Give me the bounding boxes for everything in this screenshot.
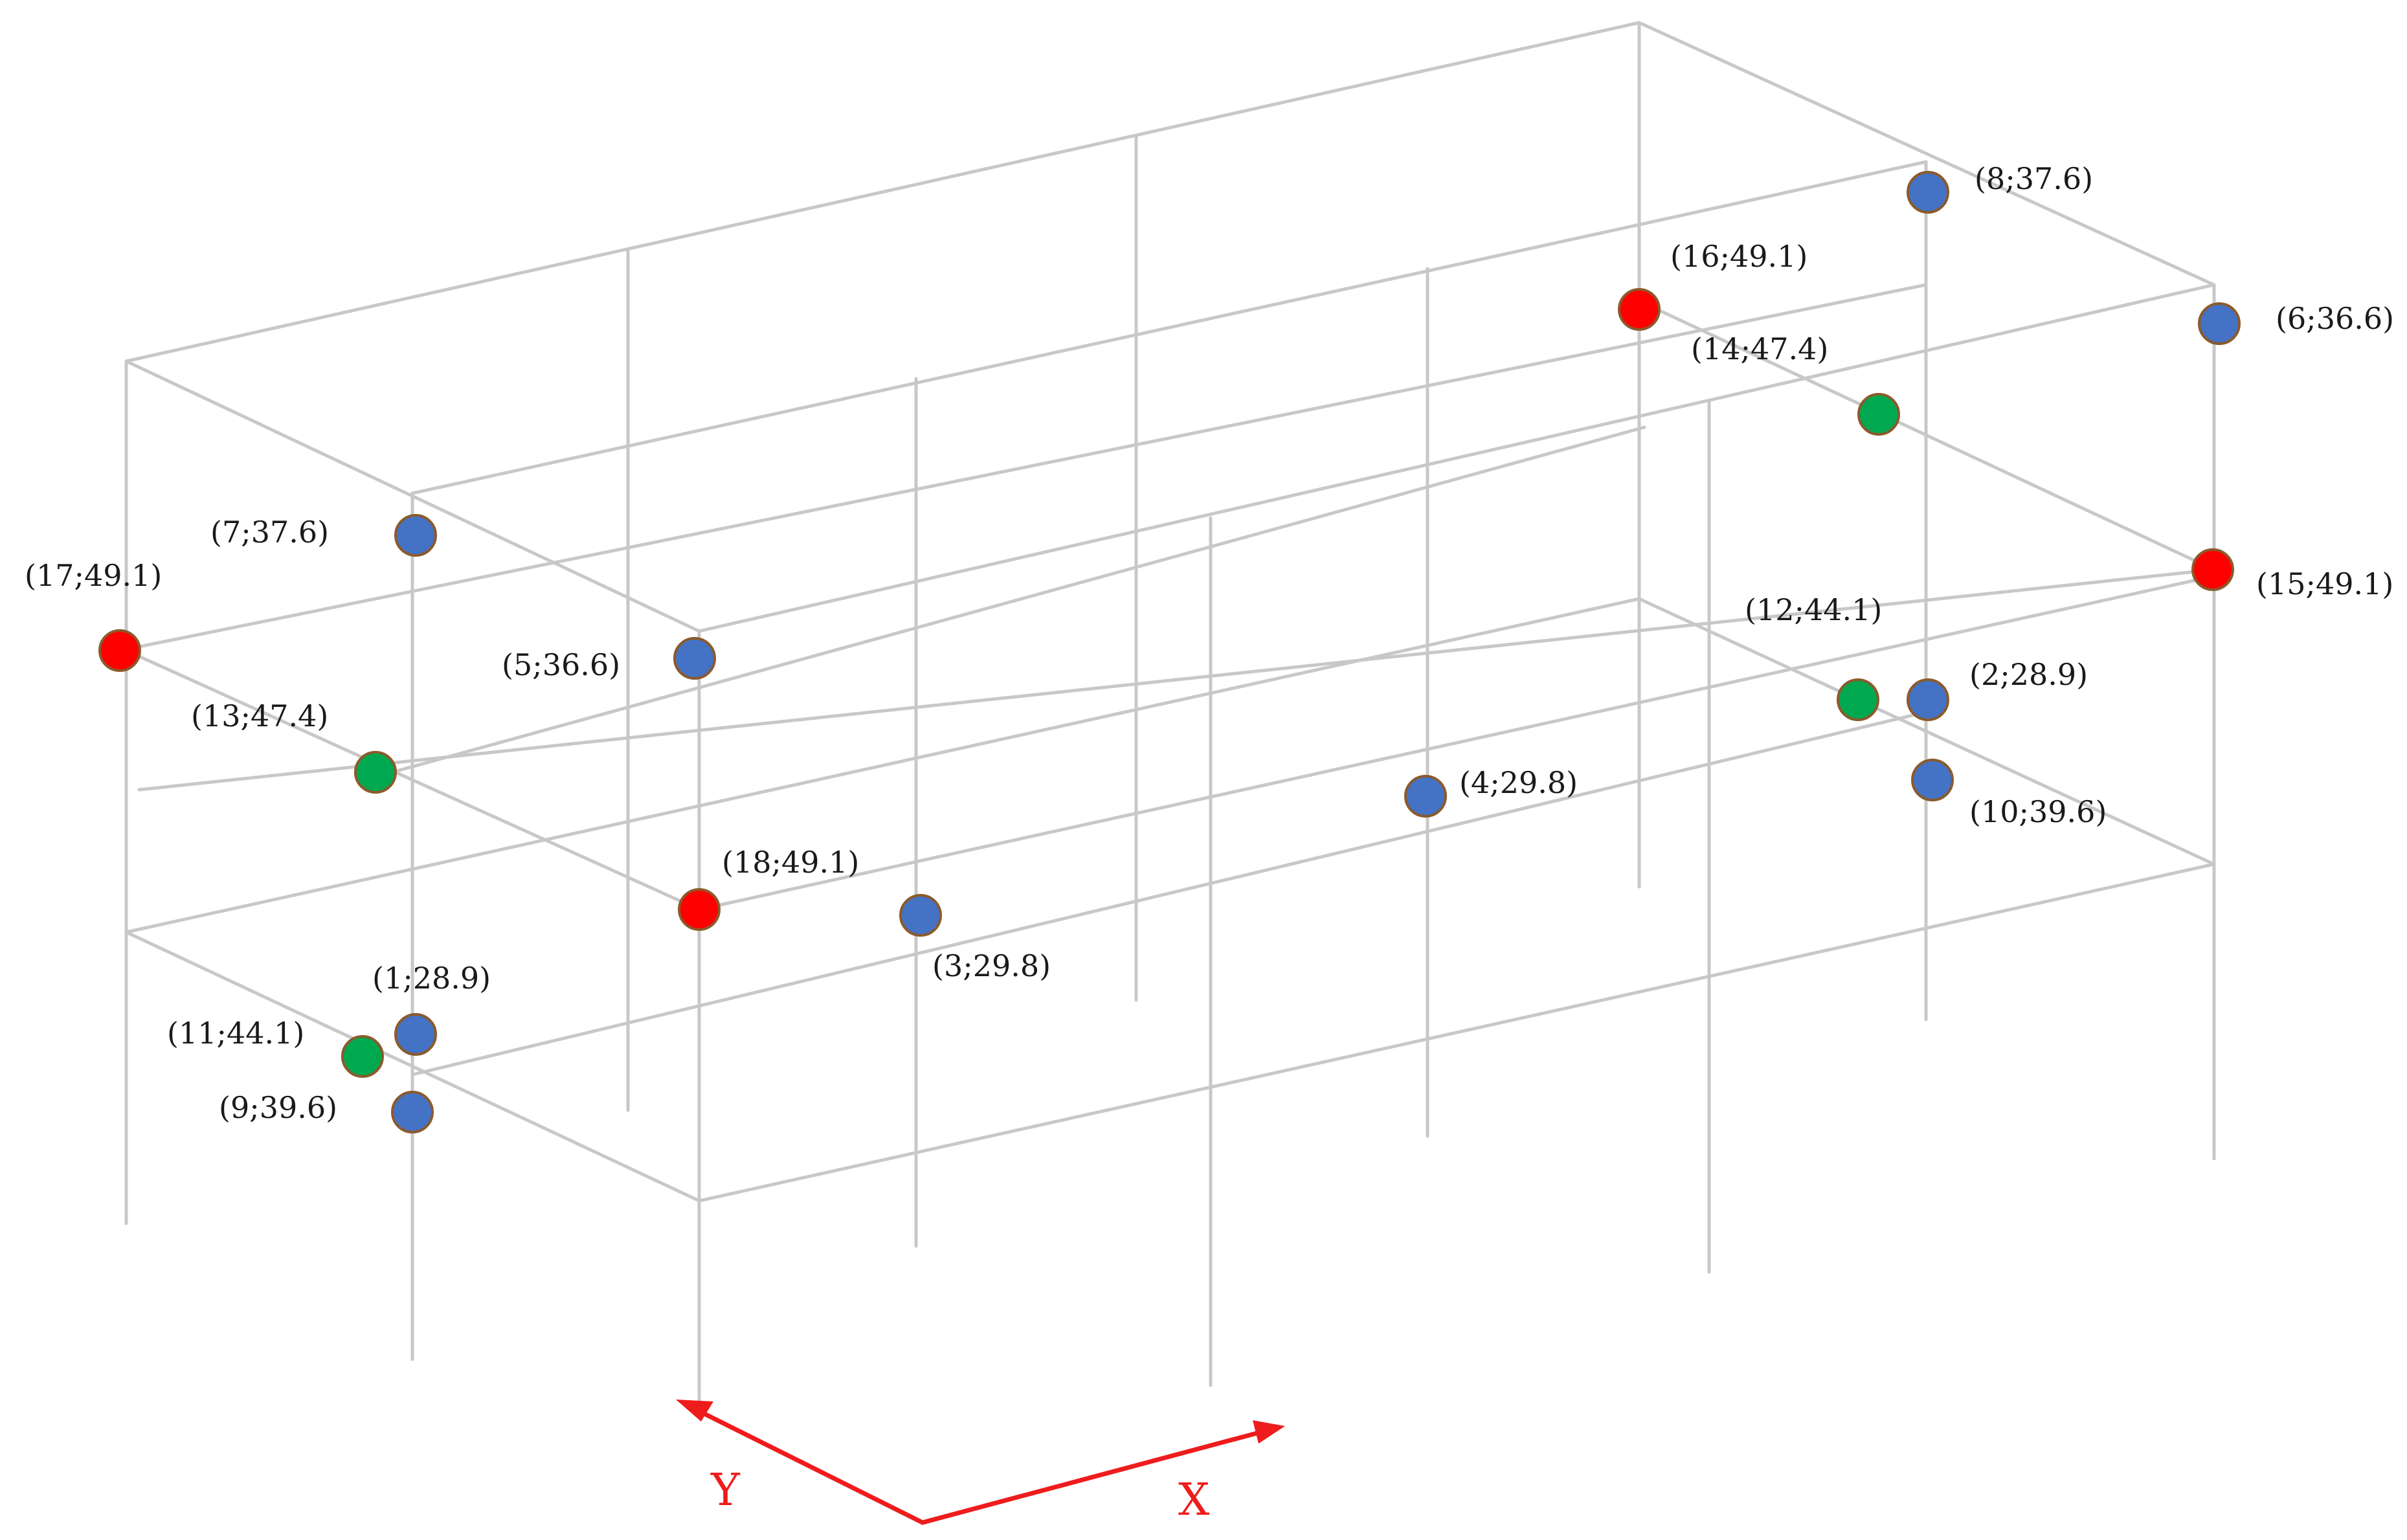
node-6-label: (6;36.6) — [2276, 301, 2394, 336]
labels-layer: (1;28.9) (2;28.9) (3;29.8) (4;29.8) (5;36.6)… — [25, 161, 2394, 1125]
frame-member-14 — [410, 710, 1928, 1077]
node-7-marker — [394, 514, 437, 557]
node-15-marker — [2191, 548, 2234, 591]
y-axis-arrowhead — [676, 1400, 713, 1422]
node-2-marker — [1907, 678, 1949, 721]
node-18-marker — [678, 888, 721, 931]
node-18-label: (18;49.1) — [722, 845, 859, 880]
node-9-marker — [391, 1091, 434, 1133]
node-6-marker — [2198, 302, 2241, 345]
x-axis-arrowhead — [1253, 1420, 1285, 1444]
node-10-marker — [1911, 759, 1954, 801]
node-11-marker — [341, 1035, 384, 1078]
node-15-label: (15;49.1) — [2256, 566, 2393, 601]
node-5-label: (5;36.6) — [502, 647, 620, 682]
node-4-marker — [1404, 775, 1447, 818]
x-axis-label: X — [1178, 1475, 1210, 1526]
node-3-marker — [899, 894, 942, 937]
node-10-label: (10;39.6) — [1969, 794, 2107, 829]
frame-member-13 — [697, 862, 2216, 1203]
node-8-marker — [1907, 171, 1949, 214]
node-1-marker — [394, 1013, 437, 1056]
frame-wireframe — [118, 21, 2216, 1413]
node-16-marker — [1618, 288, 1661, 331]
node-8-label: (8;37.6) — [1975, 161, 2093, 196]
frame-member-8 — [697, 574, 2216, 911]
node-4-label: (4;29.8) — [1459, 765, 1578, 800]
node-12-marker — [1837, 678, 1879, 721]
frame-member-6 — [118, 283, 1928, 653]
node-2-label: (2;28.9) — [1969, 657, 2088, 692]
node-17-marker — [98, 629, 141, 672]
frame-member-10 — [124, 597, 1641, 934]
frame-member-4 — [410, 160, 1928, 495]
node-13-marker — [354, 751, 397, 794]
nodes-layer — [98, 171, 2241, 1133]
node-12-label: (12;44.1) — [1745, 592, 1882, 627]
node-16-label: (16;49.1) — [1670, 239, 1808, 274]
axis-arrow-lines — [698, 1409, 1260, 1525]
node-14-label: (14;47.4) — [1691, 331, 1828, 366]
y-axis-label: Y — [710, 1465, 741, 1516]
node-13-label: (13;47.4) — [191, 698, 328, 733]
node-11-label: (11;44.1) — [167, 1016, 304, 1051]
frame-member-2 — [1637, 21, 2216, 287]
frame-member-7 — [374, 425, 1646, 779]
node-1-label: (1;28.9) — [372, 961, 491, 996]
frame-member-9 — [137, 568, 2216, 792]
frame-member-5 — [697, 283, 2216, 633]
node-9-label: (9;39.6) — [219, 1090, 337, 1125]
axes-indicator: Y X — [676, 1400, 1285, 1526]
node-3-label: (3;29.8) — [932, 948, 1051, 983]
node-7-label: (7;37.6) — [210, 515, 329, 550]
frame-member-1 — [124, 21, 1641, 363]
node-5-marker — [673, 637, 716, 680]
node-14-marker — [1857, 393, 1900, 436]
node-17-label: (17;49.1) — [25, 558, 162, 593]
